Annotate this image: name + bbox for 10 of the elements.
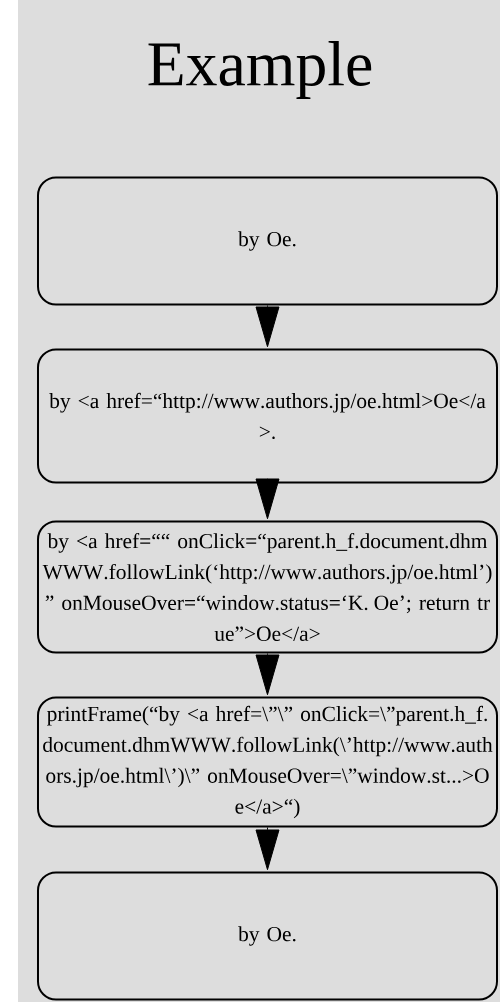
process-box: by <a href=““ onClick=“parent.h_f.document.dhmWWW.followLink(‘http://www.authors.jp/oe.html’)” onMouseOver=“window.status=‘K. Oe’; return true”>Oe</a> [37,520,498,654]
process-box: by <a href=“http://www.authors.jp/oe.html>Oe</a>. [37,348,498,484]
arrow [255,653,280,696]
arrow [255,305,280,348]
title: Example [148,41,372,99]
arrow [255,478,280,520]
process-box: by Oe. [37,176,498,306]
process-box: printFrame(“by <a href=\”\” onClick=\”parent.h_f.document.dhmWWW.followLink(\’http://www.authors.jp/oe.html\’)\” onMouseOver=\”window.st...>Oe</a>“) [37,696,498,828]
process-box: by Oe. [37,871,498,1001]
arrow [255,827,280,871]
